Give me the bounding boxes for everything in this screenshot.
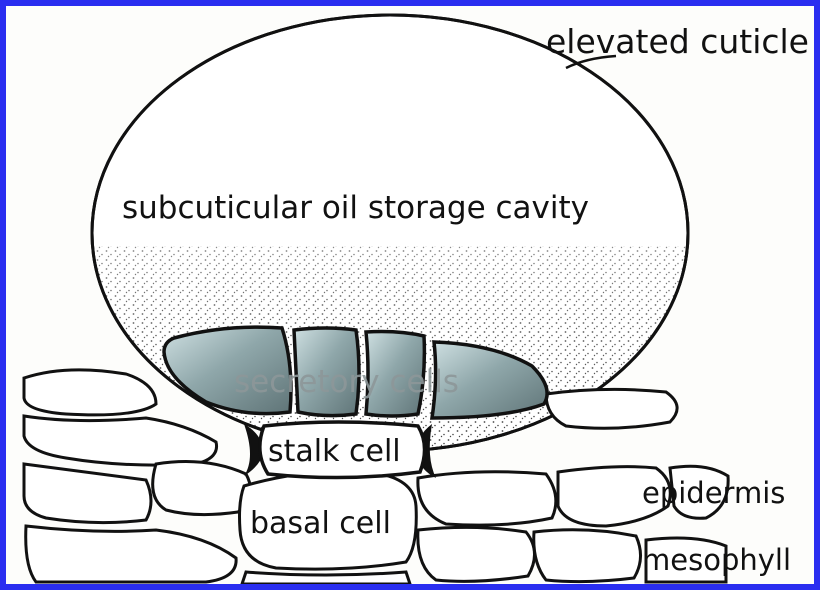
label-basal-cell: basal cell [250,506,391,541]
label-stalk-cell: stalk cell [268,434,401,469]
label-mesophyll: mesophyll [642,543,791,577]
label-epidermis: epidermis [642,476,785,510]
label-oil-storage-cavity: subcuticular oil storage cavity [122,190,589,226]
label-secretory-cells: secretory cells [234,364,459,400]
label-elevated-cuticle: elevated cuticle [546,22,809,61]
